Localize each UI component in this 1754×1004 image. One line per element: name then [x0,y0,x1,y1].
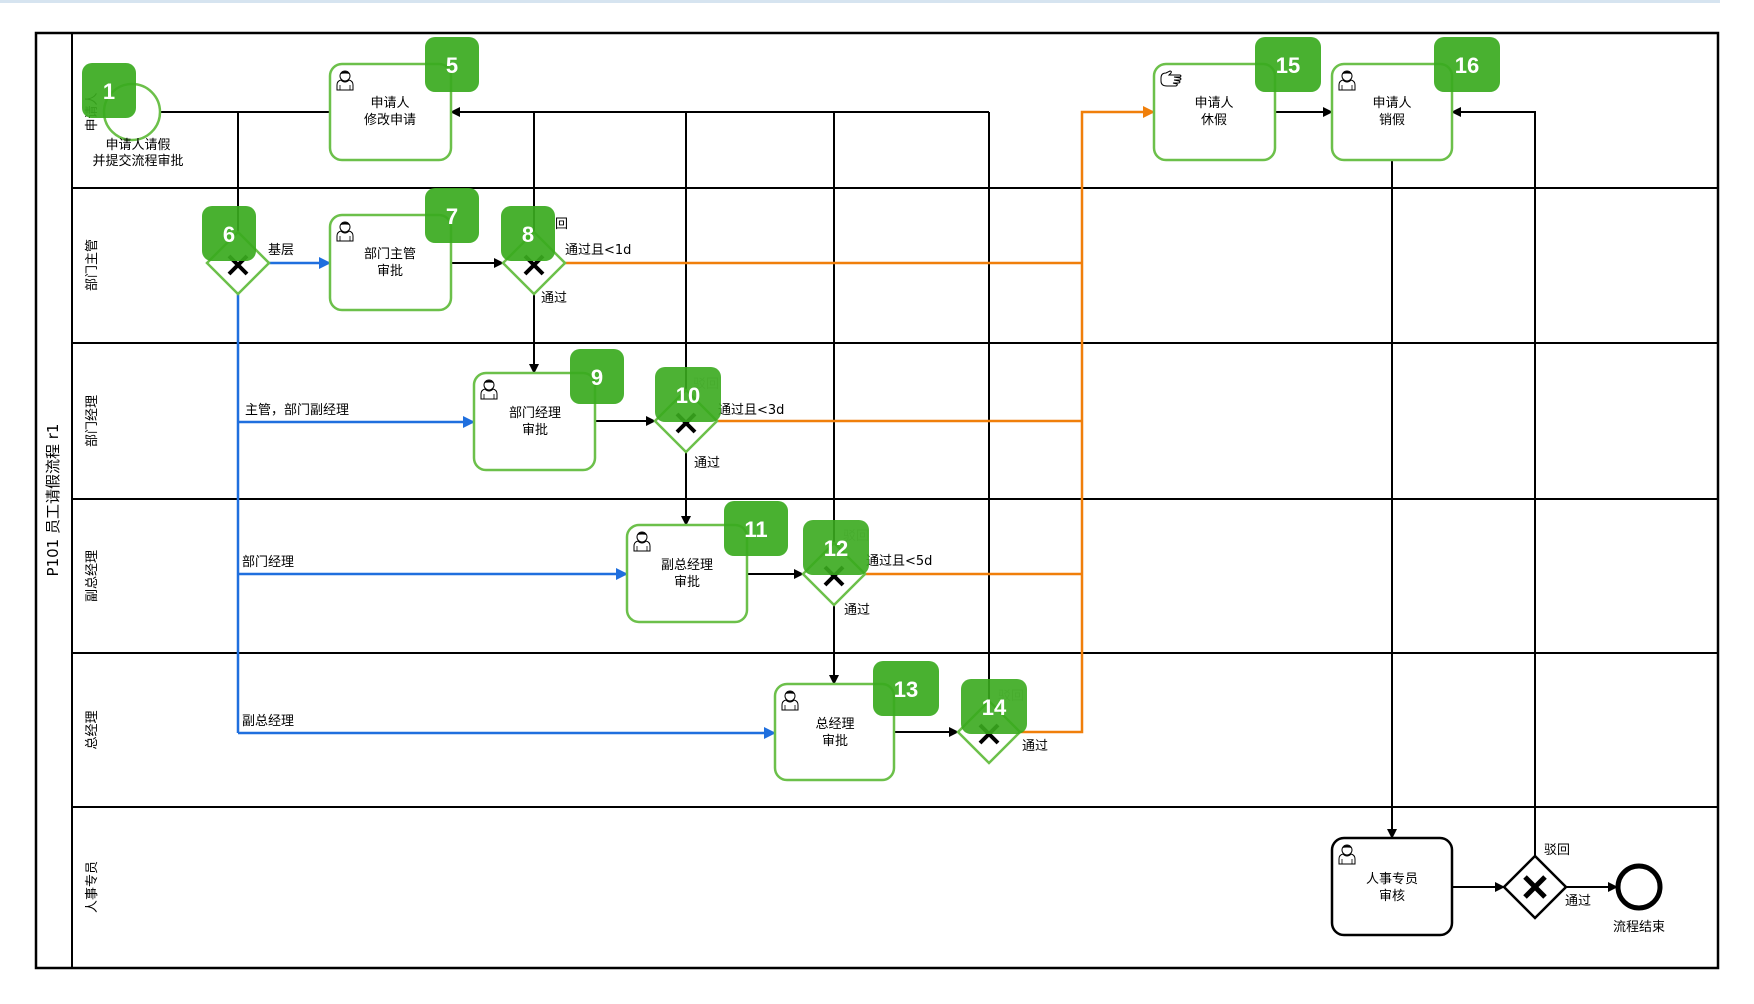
start-event-label-1: 申请人请假 [105,138,170,153]
flow-label-pass-g14: 通过 [1022,739,1048,754]
svg-text:7: 7 [446,204,458,229]
svg-text:10: 10 [676,383,700,408]
flow-label-pass-lt3d: 通过且<3d [718,403,784,418]
svg-text:审批: 审批 [522,423,548,438]
lane-label-deputy-gm: 副总经理 [85,550,100,602]
svg-text:人事专员: 人事专员 [1366,872,1418,887]
svg-text:副总经理: 副总经理 [661,558,713,573]
svg-text:审批: 审批 [377,264,403,279]
task-hr-review[interactable]: 人事专员 审核 [1330,836,1454,937]
flow-label-reject-g8: 回 [555,217,568,232]
svg-text:部门经理: 部门经理 [509,406,561,421]
step-badge-9: 9 [570,349,624,404]
pool-title: P101 员工请假流程 r1 [44,424,62,577]
task-deputy-gm-approve[interactable]: 副总经理 审批 [625,523,749,624]
flow-label-pass-g8: 通过 [541,291,567,306]
step-badge-16: 16 [1434,37,1500,92]
flow-label-pass-hr: 通过 [1565,894,1591,909]
step-badge-1: 1 [82,63,136,118]
svg-text:15: 15 [1276,53,1300,78]
step-badge-14: 14 [961,679,1027,734]
step-badge-11: 11 [724,501,788,556]
svg-text:申请人: 申请人 [370,96,409,111]
svg-text:6: 6 [223,222,235,247]
flow-label-dept-manager: 部门经理 [242,555,294,570]
svg-text:16: 16 [1455,53,1479,78]
step-badge-15: 15 [1255,37,1321,92]
step-badge-5: 5 [425,37,479,92]
svg-text:部门主管: 部门主管 [364,247,416,262]
svg-text:销假: 销假 [1379,113,1405,128]
flow-label-pass-lt1d: 通过且<1d [565,243,631,258]
task-end-leave[interactable]: 申请人 销假 [1330,62,1454,162]
flow-approve-to-leave[interactable] [565,106,1155,734]
task-supervisor-approve[interactable]: 部门主管 审批 [328,213,453,312]
svg-text:审批: 审批 [822,734,848,749]
step-badge-12: 12 [803,520,869,575]
svg-text:申请人: 申请人 [1372,96,1411,111]
end-event-label: 流程结束 [1613,920,1665,935]
flow-label-jiceng: 基层 [268,243,294,258]
svg-text:8: 8 [522,222,534,247]
svg-text:9: 9 [591,365,603,390]
lane-label-dept-manager: 部门经理 [85,395,100,447]
top-border-strip [0,0,1720,3]
task-gm-approve[interactable]: 总经理 审批 [773,682,896,782]
task-edit-request[interactable]: 申请人 修改申请 [328,62,453,162]
step-badge-13: 13 [873,661,939,716]
flow-hr-reject[interactable] [1451,107,1536,856]
step-badge-7: 7 [425,188,479,243]
flow-label-deputy-gm: 副总经理 [242,714,294,729]
svg-text:审核: 审核 [1379,889,1405,904]
svg-text:申请人: 申请人 [1194,96,1233,111]
x-icon [1523,875,1547,899]
flow-label-pass-g12: 通过 [844,603,870,618]
lane-label-hr: 人事专员 [85,861,100,913]
gateway-hr[interactable] [1502,854,1568,920]
svg-text:总经理: 总经理 [815,717,854,732]
pool [34,31,1720,970]
end-event[interactable] [1615,863,1663,911]
flow-label-pass-lt5d: 通过且<5d [866,554,932,569]
step-badge-6: 6 [202,206,256,261]
step-badge-8: 8 [501,206,555,261]
flow-label-supervisor-deputy: 主管，部门副经理 [245,403,349,418]
flow-reject-returns[interactable] [450,107,990,702]
svg-text:11: 11 [744,517,767,542]
svg-text:13: 13 [894,677,918,702]
svg-text:休假: 休假 [1201,113,1227,128]
lane-label-dept-supervisor: 部门主管 [85,239,100,291]
flow-g6-branches[interactable] [236,294,776,739]
svg-text:12: 12 [824,536,848,561]
flow-label-pass-g10: 通过 [694,456,720,471]
flow-label-reject-hr: 驳回 [1544,843,1570,858]
svg-text:14: 14 [982,695,1007,720]
step-badge-10: 10 [655,367,721,422]
svg-text:修改申请: 修改申请 [364,113,416,128]
svg-text:审批: 审批 [674,575,700,590]
start-event-label-2: 并提交流程审批 [92,153,183,169]
lane-label-gm: 总经理 [85,710,100,749]
task-dept-manager-approve[interactable]: 部门经理 审批 [472,371,597,472]
svg-text:1: 1 [103,79,115,104]
task-take-leave[interactable]: 申请人 休假 [1152,62,1277,162]
svg-text:5: 5 [446,53,458,78]
